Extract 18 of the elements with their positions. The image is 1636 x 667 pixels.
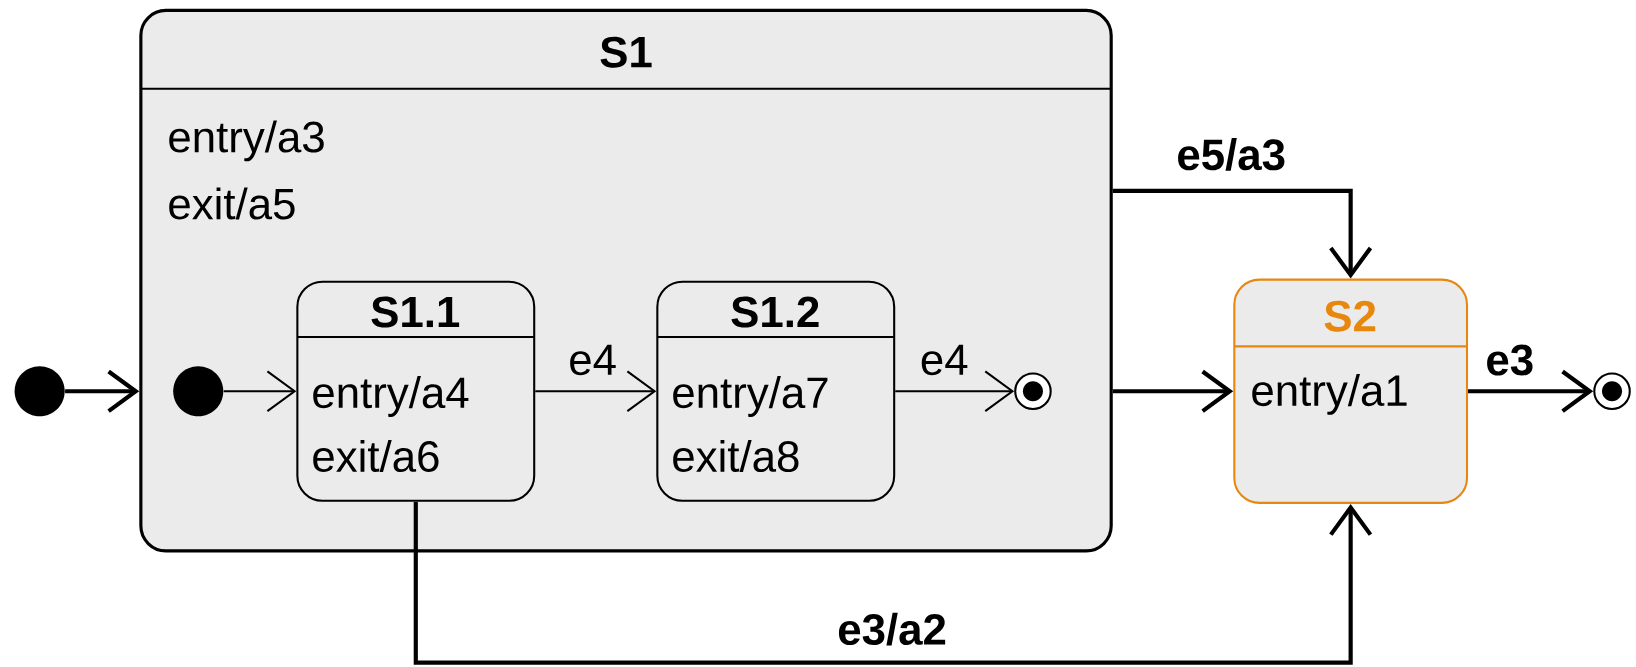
arrow bbox=[1468, 369, 1594, 413]
arrow bbox=[895, 370, 1015, 413]
edge-label: e5/a3 bbox=[1178, 138, 1285, 171]
arrow bbox=[413, 502, 1373, 665]
initial-state bbox=[14, 366, 65, 417]
edge-label: e4 bbox=[570, 344, 616, 376]
edge-label: e3 bbox=[1487, 344, 1533, 376]
state-box: S1.1 entry/a4 exit/a6 bbox=[296, 280, 536, 502]
arrow bbox=[1112, 369, 1234, 413]
state-box: S1.2 entry/a7 exit/a8 bbox=[656, 280, 896, 502]
edge-label: e4 bbox=[921, 344, 968, 376]
edge-label: e3/a2 bbox=[838, 613, 946, 646]
initial-state bbox=[173, 366, 224, 417]
final-state bbox=[1593, 372, 1631, 411]
state-box: S2 entry/a1 bbox=[1233, 278, 1469, 505]
arrow bbox=[1112, 189, 1373, 279]
final-state bbox=[1014, 372, 1052, 411]
arrow bbox=[535, 370, 657, 413]
